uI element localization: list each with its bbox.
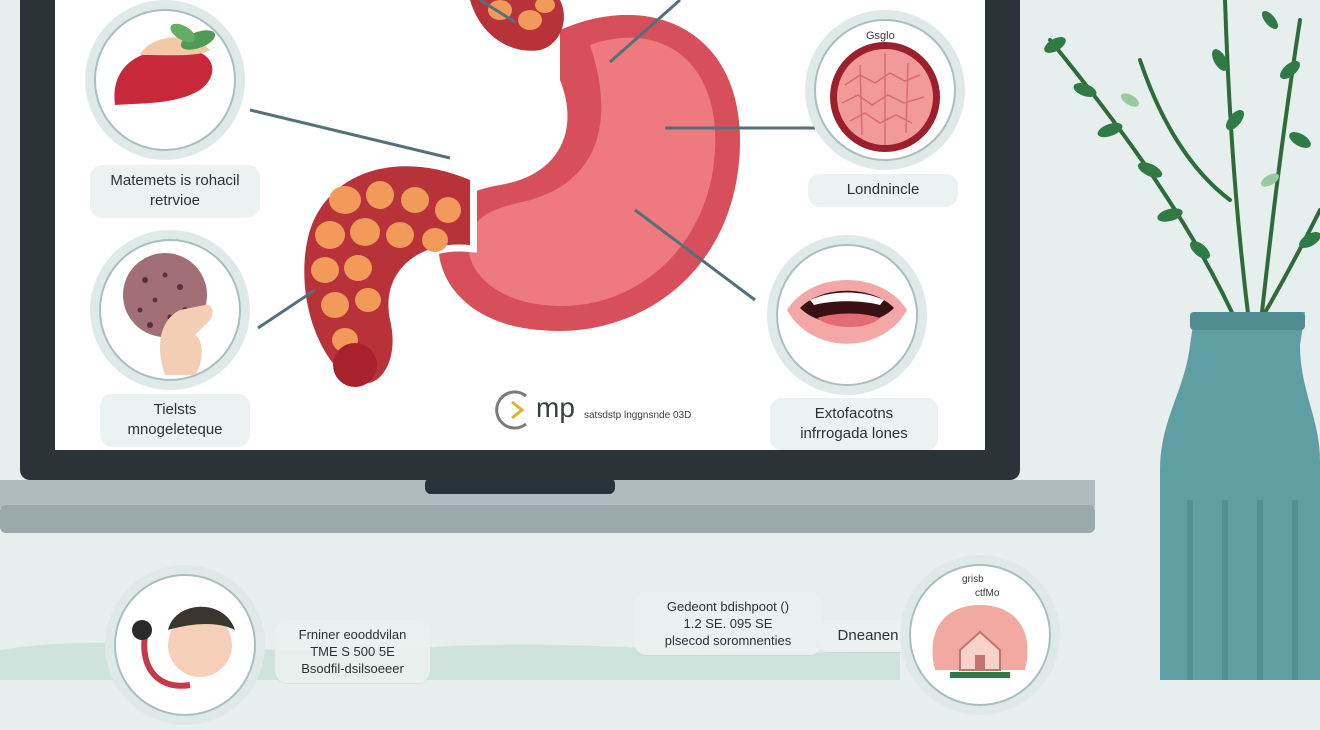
callout-line: Extofacotns xyxy=(814,405,894,422)
callout-label-liver: Matemets is rohacil retrvioe xyxy=(90,165,260,217)
callout-line: infrrogada lones xyxy=(800,425,908,442)
callout-line: Londnincle xyxy=(846,181,920,198)
card-line: TME S 500 5E xyxy=(310,644,395,659)
card-line: plsecod soromnenties xyxy=(664,633,792,648)
callout-label-mouth: Extofacotns infrrogada lones xyxy=(770,398,938,450)
tissue-ring-label: Gsglo xyxy=(866,30,895,42)
card-line: 1.2 SE. 095 SE xyxy=(683,616,773,631)
card-line: Gedeont bdishpoot () xyxy=(666,599,790,614)
liver-callout-illustration xyxy=(85,0,245,160)
brand-mark: mp xyxy=(536,392,575,423)
card-line: Bsodfil-dsilsoeeer xyxy=(301,661,404,676)
doctor-stethoscope-illustration xyxy=(105,565,265,725)
stomach-diagram xyxy=(249,0,815,387)
callout-line: Matemets is rohacil xyxy=(110,172,240,189)
brand-text: satsdstp lnggnsnde 03D xyxy=(584,410,692,421)
seal-text-second: ctfMo xyxy=(975,588,1000,599)
hand-tissue-callout-illustration xyxy=(90,230,250,390)
callout-label-hand-tissue: Tielsts mnogeleteque xyxy=(100,394,250,446)
plant-vase-illustration xyxy=(1044,0,1320,680)
brand-logo: mp satsdstp lnggnsnde 03D xyxy=(492,388,752,432)
bottom-card-left: Frniner eooddvilan TME S 500 5E Bsodfil-… xyxy=(275,620,430,683)
mouth-callout-illustration xyxy=(767,235,927,395)
callout-line: mnogeleteque xyxy=(127,421,223,438)
brand-logo-icon xyxy=(495,390,527,430)
card-line: Dneanen xyxy=(837,627,899,644)
seal-text-top: grisb xyxy=(962,574,984,585)
bottom-card-middle: Gedeont bdishpoot () 1.2 SE. 095 SE plse… xyxy=(634,592,822,655)
callout-line: Tielsts xyxy=(153,401,197,418)
callout-line: retrvioe xyxy=(149,192,201,209)
house-seal-illustration xyxy=(900,555,1060,715)
tissue-cross-section-callout-illustration xyxy=(805,10,965,170)
callout-label-tissue: Londnincle xyxy=(808,174,958,206)
card-line: Frniner eooddvilan xyxy=(298,627,407,642)
